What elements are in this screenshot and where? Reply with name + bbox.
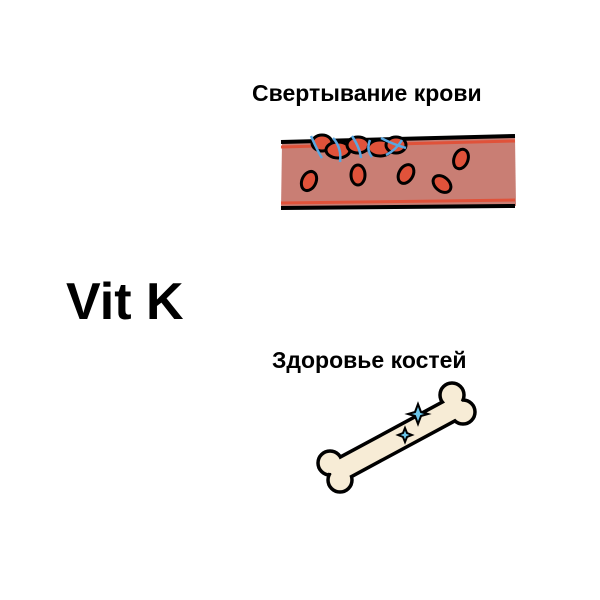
bone-health-label: Здоровье костей	[272, 347, 467, 373]
sparkle-icon	[395, 401, 432, 445]
blood-vessel-icon	[280, 133, 516, 210]
blood-clotting-label: Свертывание крови	[252, 80, 482, 106]
main-title: Vit K	[66, 273, 184, 331]
bone-icon	[316, 381, 477, 494]
